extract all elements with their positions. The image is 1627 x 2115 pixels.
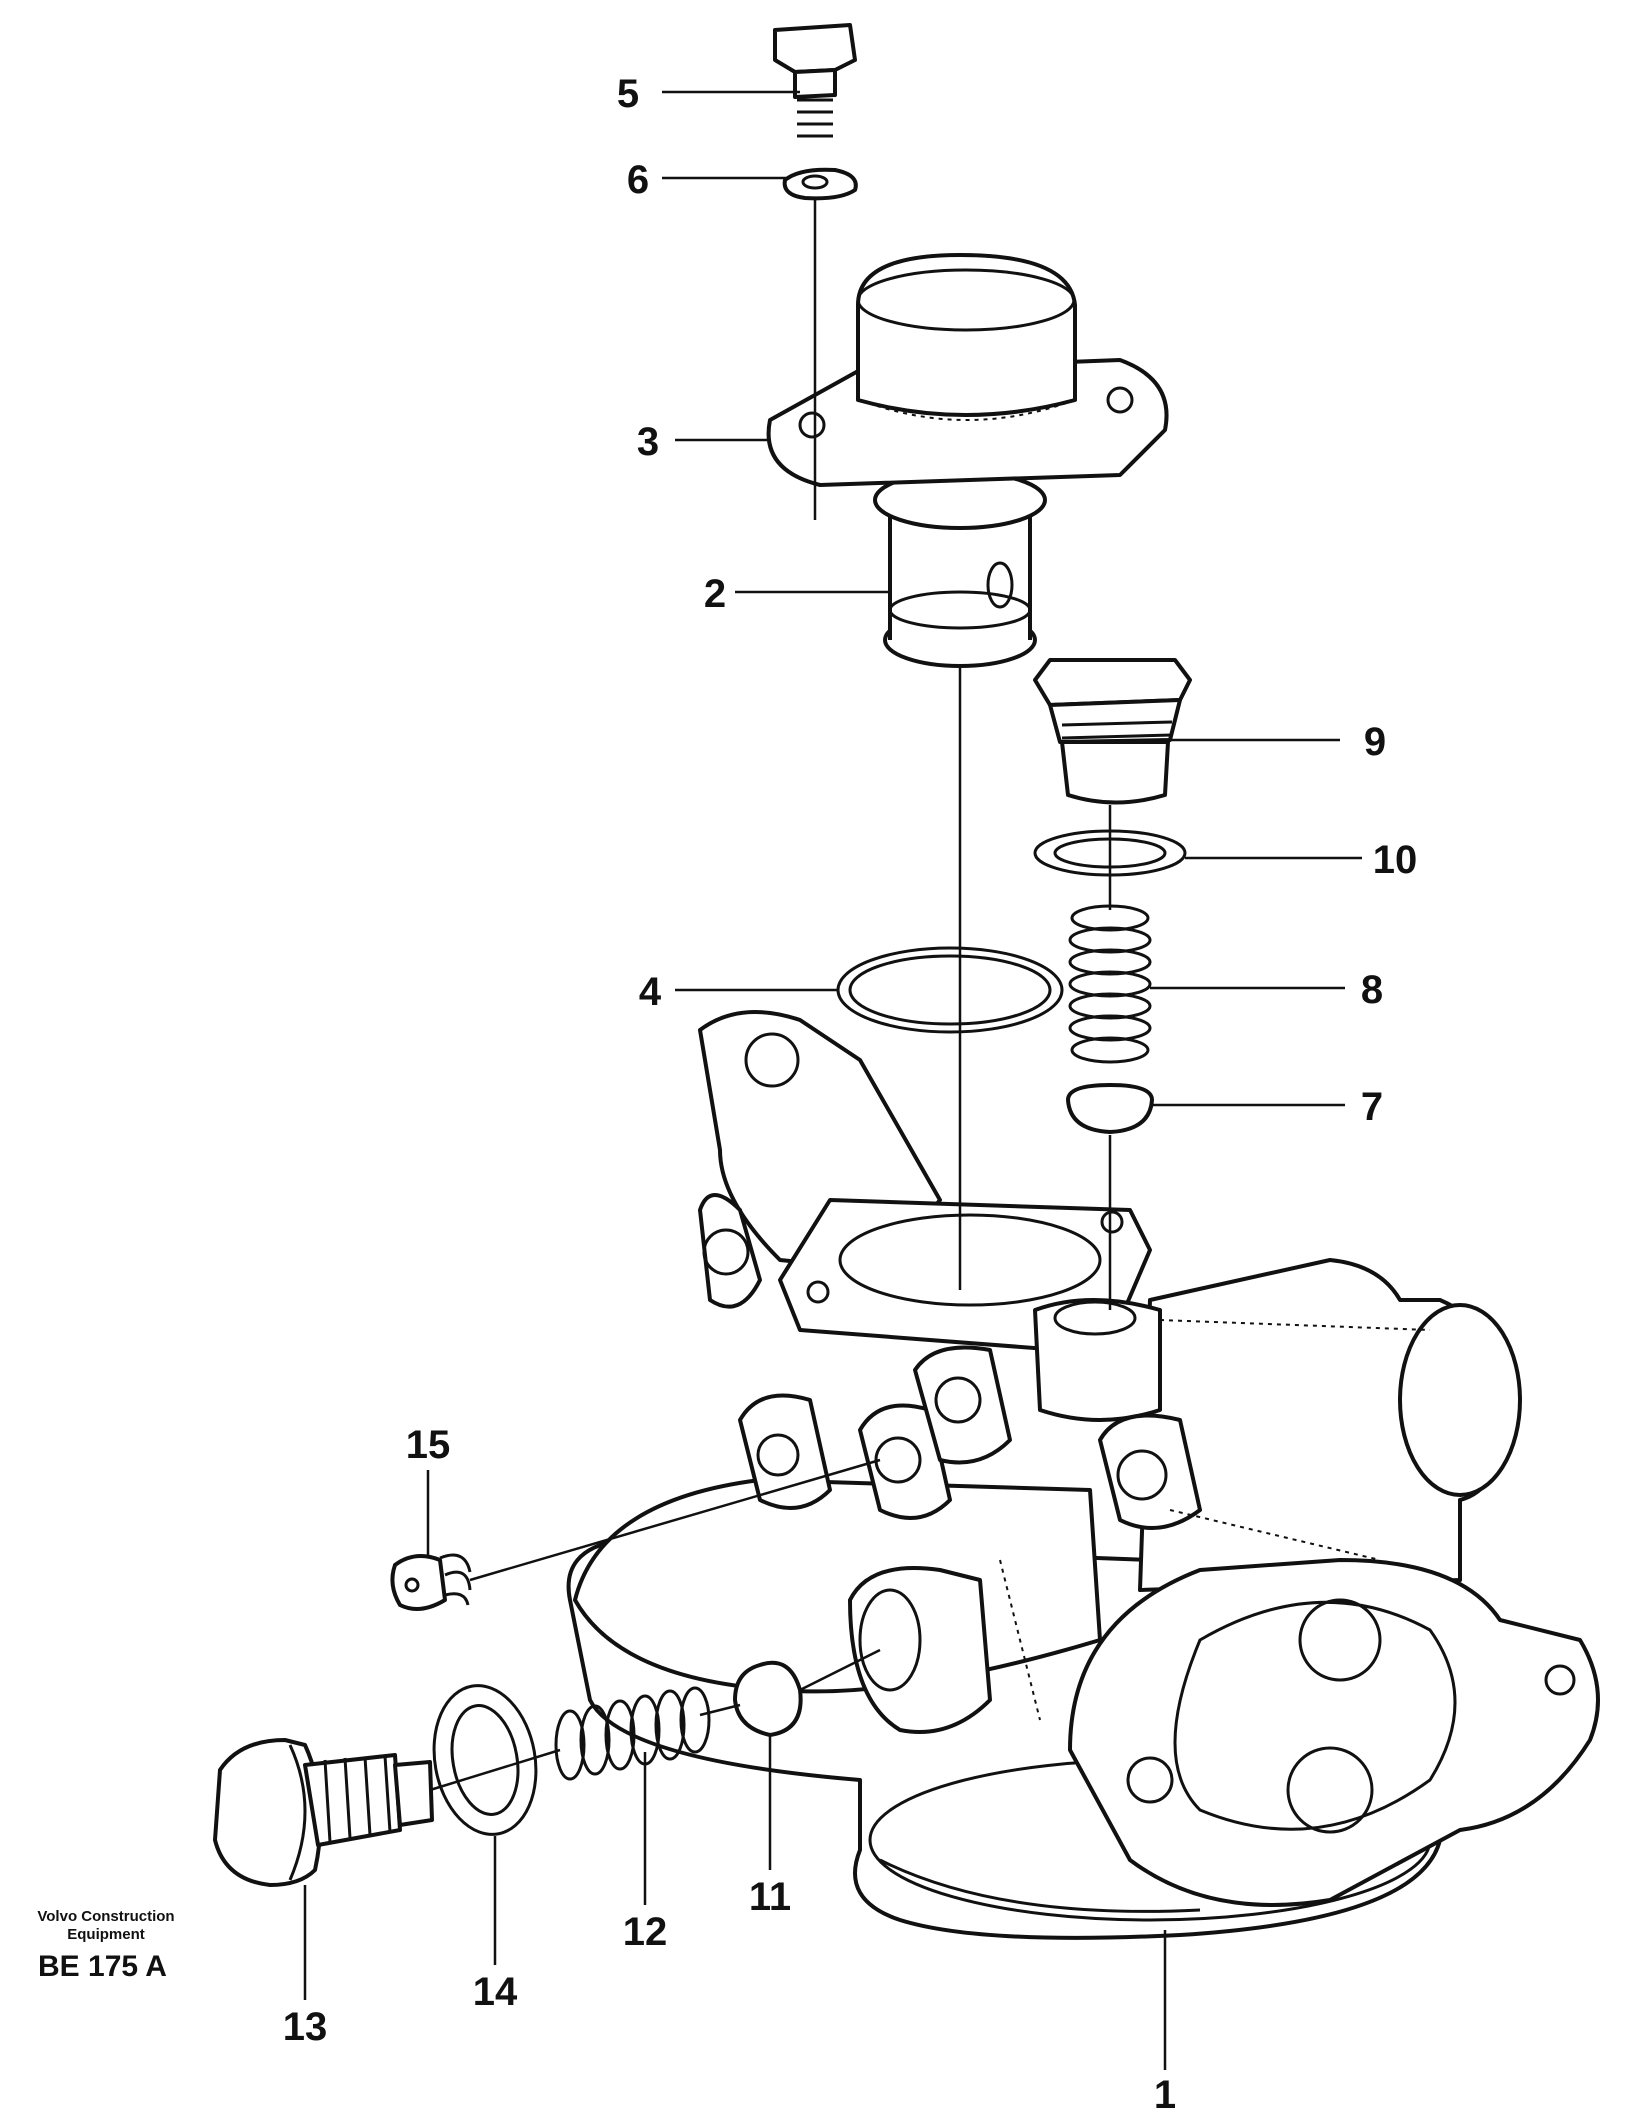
- credit-line-2: Equipment: [67, 1926, 145, 1943]
- label-6: 6: [627, 158, 649, 202]
- label-2: 2: [704, 572, 726, 616]
- label-13: 13: [283, 2005, 328, 2049]
- label-14: 14: [473, 1970, 518, 2014]
- label-5: 5: [617, 72, 639, 116]
- label-9: 9: [1364, 720, 1386, 764]
- label-11: 11: [749, 1875, 791, 1919]
- drawing-code: BE 175 A: [38, 1950, 167, 1983]
- part-4-o-ring: [836, 946, 1064, 1034]
- part-3-cover: [766, 253, 1169, 487]
- part-1-housing: [566, 1010, 1600, 1940]
- assembly-lines: [429, 198, 1112, 1792]
- publisher-credit: Volvo Construction Equipment: [16, 1908, 196, 1944]
- part-7-valve-ball: [1066, 1083, 1154, 1134]
- credit-line-1: Volvo Construction: [37, 1908, 175, 1925]
- label-4: 4: [639, 970, 662, 1014]
- part-9-plug: [1033, 658, 1192, 805]
- label-8: 8: [1361, 968, 1383, 1012]
- label-12: 12: [623, 1910, 668, 1954]
- leader-lines: [303, 90, 1362, 2070]
- label-1: 1: [1154, 2073, 1176, 2115]
- part-12-spring: [554, 1686, 711, 1781]
- part-15-plug-screw: [390, 1553, 472, 1611]
- part-6-washer: [782, 167, 858, 201]
- part-14-sealing-ring: [432, 1684, 538, 1836]
- part-5-bolt: [773, 23, 857, 138]
- part-13-plug: [213, 1738, 434, 1887]
- part-2-sleeve: [873, 470, 1047, 668]
- part-labels: 5 6 3 2 9 10 4 8 7 15 11 12 14 13 1: [283, 72, 1418, 2115]
- label-15: 15: [406, 1423, 451, 1467]
- label-3: 3: [637, 420, 659, 464]
- part-8-spring: [1068, 904, 1152, 1064]
- label-7: 7: [1361, 1085, 1383, 1129]
- part-11-valve-ball: [733, 1660, 803, 1737]
- label-10: 10: [1373, 838, 1418, 882]
